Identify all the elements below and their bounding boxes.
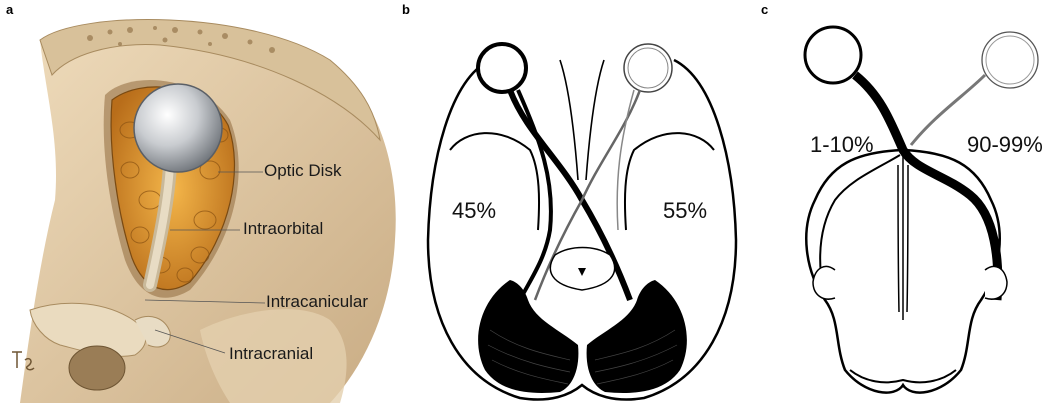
right-hemisphere-percent: 55% (663, 198, 707, 224)
panel-a-orbit-illustration: a Optic Disk Intraorbital Intracanicular… (0, 0, 410, 403)
label-intracranial: Intracranial (229, 344, 313, 364)
orbit-illustration (0, 0, 410, 403)
panel-letter-c: c (761, 2, 768, 17)
panel-letter-b: b (402, 2, 410, 17)
right-percent-range: 90-99% (967, 132, 1043, 158)
label-intraorbital: Intraorbital (243, 219, 323, 239)
panel-letter-a: a (6, 2, 13, 17)
visual-pathway-diagram-c (755, 0, 1057, 403)
panel-c-visual-pathway: c 1-10% 90-99% (755, 0, 1057, 403)
panel-b-visual-pathway: b 45% 55% (410, 0, 755, 403)
left-hemisphere-percent: 45% (452, 198, 496, 224)
label-intracanicular: Intracanicular (266, 292, 368, 312)
label-optic-disk: Optic Disk (264, 161, 341, 181)
left-percent-range: 1-10% (810, 132, 874, 158)
